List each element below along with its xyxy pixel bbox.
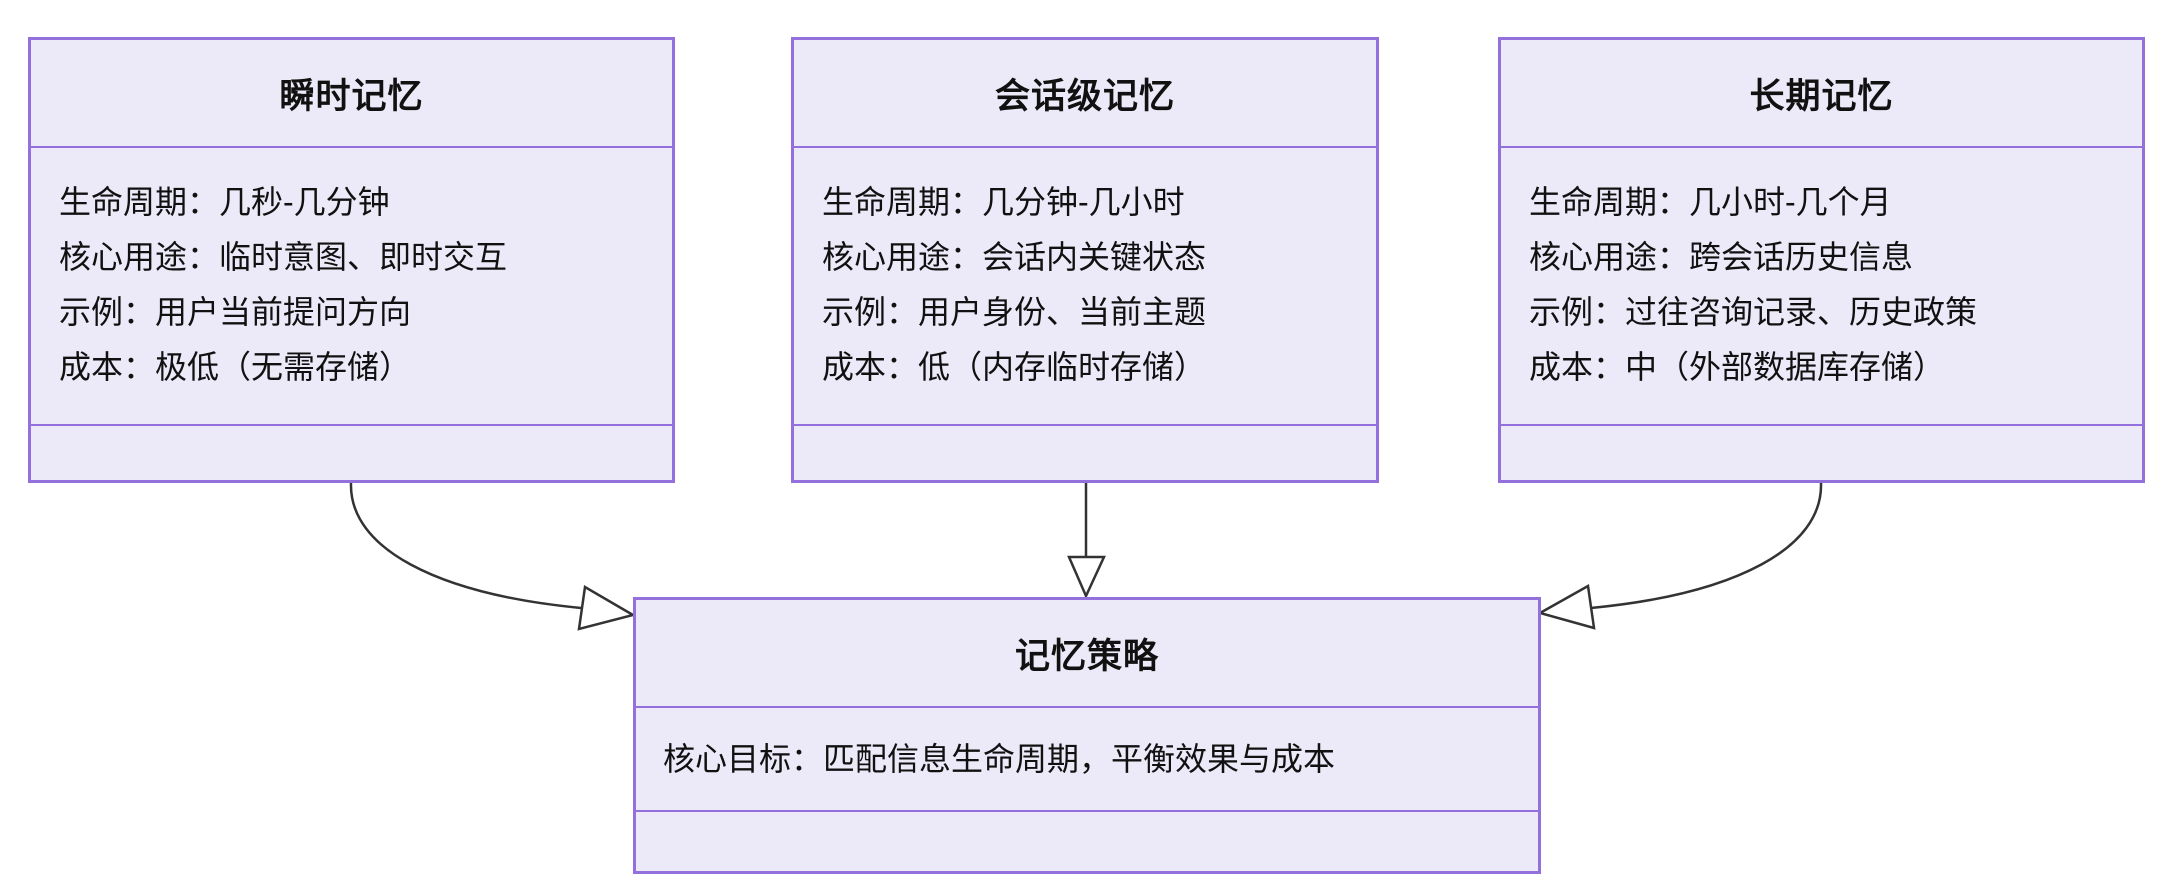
inheritance-arrow-middle: [1067, 483, 1106, 600]
node-attribute-line: 成本：极低（无需存储）: [59, 349, 412, 385]
node-attribute-line: 生命周期：几分钟-几小时: [822, 184, 1185, 220]
node-title: 瞬时记忆: [31, 40, 672, 148]
node-attribute-line: 成本：低（内存临时存储）: [822, 349, 1207, 385]
inheritance-arrow-left: [349, 482, 637, 631]
hollow-arrowhead-icon: [577, 584, 637, 631]
node-attribute-line: 示例：用户身份、当前主题: [822, 294, 1207, 330]
node-attribute-line: 核心目标：匹配信息生命周期，平衡效果与成本: [663, 740, 1336, 777]
node-attribute-line: 生命周期：几小时-几个月: [1529, 184, 1892, 220]
class-node-longterm-memory: 长期记忆 生命周期：几小时-几个月 核心用途：跨会话历史信息 示例：过往咨询记录…: [1498, 37, 2145, 483]
node-title: 长期记忆: [1501, 40, 2142, 148]
node-methods-empty: [1501, 426, 2142, 480]
node-attribute-line: 示例：过往咨询记录、历史政策: [1529, 294, 1978, 330]
node-title: 会话级记忆: [794, 40, 1376, 148]
class-node-instant-memory: 瞬时记忆 生命周期：几秒-几分钟 核心用途：临时意图、即时交互 示例：用户当前提…: [28, 37, 675, 483]
node-attribute-line: 核心用途：跨会话历史信息: [1529, 239, 1914, 275]
node-attribute-line: 成本：中（外部数据库存储）: [1529, 349, 1946, 385]
node-attribute-line: 生命周期：几秒-几分钟: [59, 184, 390, 220]
node-attribute-line: 示例：用户当前提问方向: [59, 294, 412, 330]
class-node-memory-strategy: 记忆策略 核心目标：匹配信息生命周期，平衡效果与成本: [633, 597, 1541, 874]
node-attributes: 生命周期：几秒-几分钟 核心用途：临时意图、即时交互 示例：用户当前提问方向 成…: [31, 148, 672, 426]
inheritance-arrow-right: [1536, 482, 1823, 630]
node-methods-empty: [636, 812, 1538, 871]
node-attribute-line: 核心用途：会话内关键状态: [822, 239, 1207, 275]
node-methods-empty: [794, 426, 1376, 480]
node-attribute-line: 核心用途：临时意图、即时交互: [59, 239, 508, 275]
node-attributes: 生命周期：几分钟-几小时 核心用途：会话内关键状态 示例：用户身份、当前主题 成…: [794, 148, 1376, 426]
node-methods-empty: [31, 426, 672, 480]
node-attributes: 生命周期：几小时-几个月 核心用途：跨会话历史信息 示例：过往咨询记录、历史政策…: [1501, 148, 2142, 426]
hollow-arrowhead-icon: [1536, 584, 1596, 630]
node-title: 记忆策略: [636, 600, 1538, 708]
hollow-arrowhead-icon: [1067, 555, 1106, 600]
class-node-session-memory: 会话级记忆 生命周期：几分钟-几小时 核心用途：会话内关键状态 示例：用户身份、…: [791, 37, 1379, 483]
node-attributes: 核心目标：匹配信息生命周期，平衡效果与成本: [636, 708, 1538, 812]
